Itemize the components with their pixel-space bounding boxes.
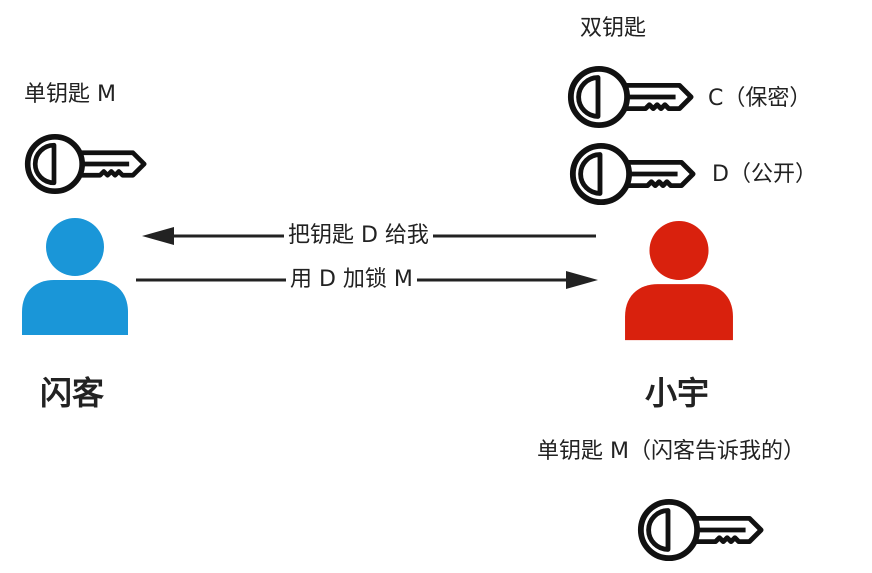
double-key-label: 双钥匙 (580, 16, 647, 41)
received-key-label: 单钥匙 M（闪客告诉我的） (537, 439, 805, 464)
key-d-label: D（公开） (712, 162, 817, 187)
left-person-name: 闪客 (40, 374, 105, 412)
right-person-name: 小宇 (645, 374, 710, 412)
arrow-bottom-label: 用 D 加锁 M (286, 269, 417, 291)
left-key-label: 单钥匙 M (24, 82, 116, 107)
key-c-label: C（保密） (708, 86, 812, 111)
arrow-top-label: 把钥匙 D 给我 (284, 225, 433, 247)
